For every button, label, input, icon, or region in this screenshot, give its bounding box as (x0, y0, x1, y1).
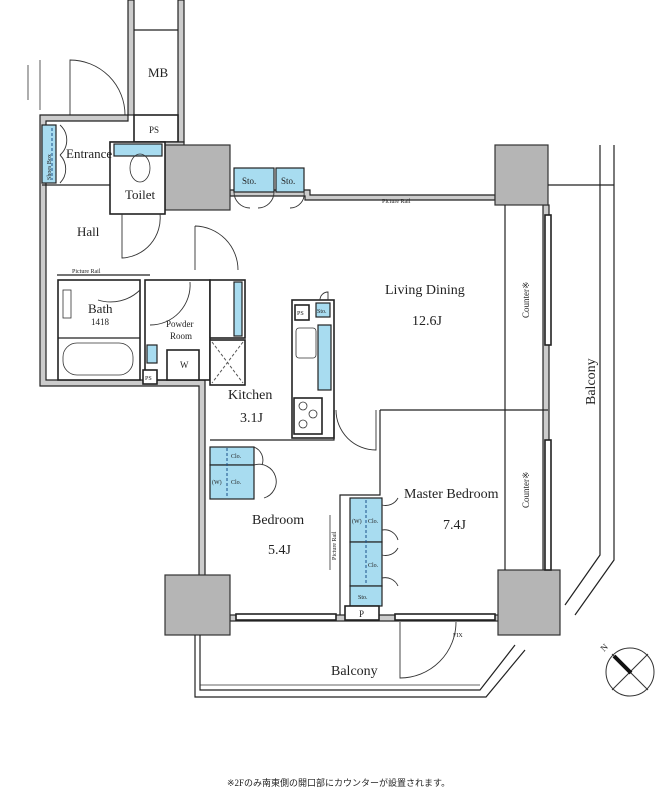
master-bedroom-size: 7.4J (443, 518, 467, 533)
sto-label: Sto. (317, 309, 327, 315)
master-bedroom-label: Master Bedroom (404, 487, 499, 502)
bath-area (57, 279, 246, 386)
counter-label: Counter※ (521, 471, 531, 508)
picture-rail-label: Picture Rail (332, 531, 338, 560)
balcony-label: Balcony (584, 358, 599, 405)
mb-label: MB (148, 65, 169, 80)
bath-label: Bath (88, 301, 113, 316)
bath-size-label: 1418 (91, 317, 110, 327)
ps-label: PS (149, 125, 159, 135)
balcony-label: Balcony (331, 664, 378, 679)
washer-label: W (180, 360, 189, 370)
w-label: (W) (352, 518, 362, 525)
pillar (164, 574, 231, 636)
kitchen-label: Kitchen (228, 388, 272, 403)
mb-closet (27, 0, 185, 143)
kitchen-size: 3.1J (240, 411, 264, 426)
entrance-area (41, 124, 239, 276)
picture-rail-label: Picture Rail (72, 269, 101, 275)
master-closet (344, 497, 399, 621)
pillar (494, 144, 549, 206)
bedroom-closet (209, 446, 277, 500)
entrance-label: Entrance (66, 146, 112, 161)
toilet-label: Toilet (125, 187, 156, 202)
fix-label: FIX (453, 633, 463, 639)
sto-label: Sto. (242, 176, 256, 186)
sto-label: Sto. (358, 595, 368, 601)
pillar (497, 569, 561, 636)
south-windows (235, 613, 496, 679)
bedroom-size: 5.4J (268, 543, 292, 558)
footnote: ※2Fのみ南東側の開口部にカウンターが設置されます。 (227, 777, 450, 788)
picture-rail-label: Picture Rail (382, 199, 411, 205)
kitchen-counter (291, 291, 335, 439)
north-compass-icon (605, 647, 655, 697)
living-dining-label: Living Dining (385, 283, 465, 298)
w-label: (W) (212, 479, 222, 486)
storage-top (233, 167, 305, 209)
pillar (164, 144, 231, 211)
p-label: P (359, 609, 364, 619)
sto-label: Sto. (281, 176, 295, 186)
closet-label: Clo. (231, 454, 242, 460)
north-label: N (598, 641, 610, 653)
counter-label: Counter※ (521, 281, 531, 318)
hall-label: Hall (77, 224, 100, 239)
interior-walls (210, 205, 548, 615)
powder-room-label: Powder (166, 319, 194, 329)
closet-label: Clo. (231, 480, 242, 486)
shoes-box-label: Shoes Box (47, 154, 53, 180)
ps-label: PS (145, 376, 152, 382)
closet-label: Clo. (368, 563, 379, 569)
living-dining-size: 12.6J (412, 314, 443, 329)
bedroom-label: Bedroom (252, 513, 304, 528)
powder-room-label: Room (170, 331, 192, 341)
balcony-outline (194, 145, 615, 698)
ps-label: PS (297, 311, 304, 317)
east-windows (544, 214, 552, 571)
closet-label: Clo. (368, 519, 379, 525)
